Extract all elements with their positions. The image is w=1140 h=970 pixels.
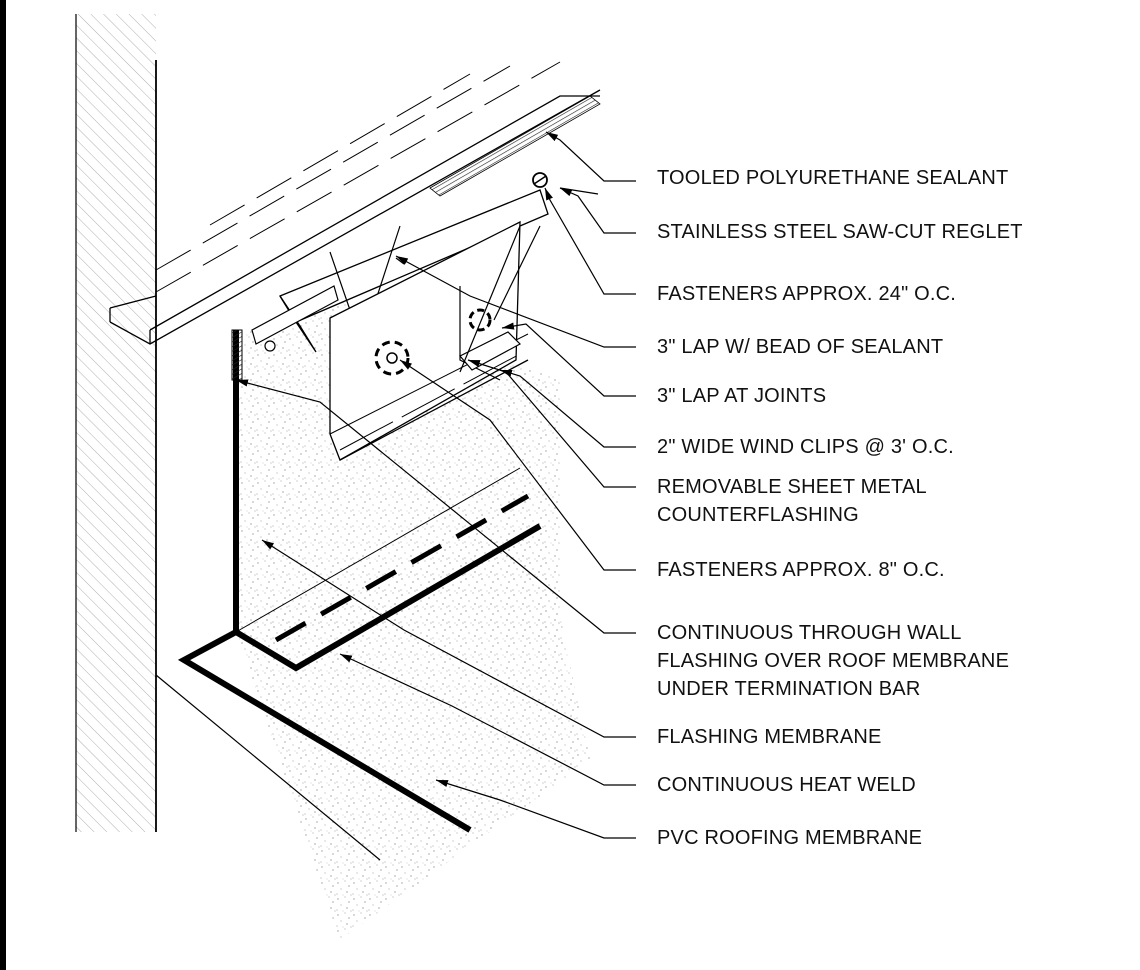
callout-flashing-membrane: FLASHING MEMBRANE xyxy=(657,726,882,748)
heat-weld-line xyxy=(274,493,530,643)
sheet-border xyxy=(0,0,6,970)
callout-through-wall-line3: UNDER TERMINATION BAR xyxy=(657,678,921,700)
callout-counterflashing-line2: COUNTERFLASHING xyxy=(657,504,859,526)
masonry-wall xyxy=(75,14,157,832)
callout-lap-sealant: 3" LAP W/ BEAD OF SEALANT xyxy=(657,336,944,358)
flashing-membrane xyxy=(177,329,542,833)
callout-fasteners-8: FASTENERS APPROX. 8" O.C. xyxy=(657,559,945,581)
callout-fasteners-24: FASTENERS APPROX. 24" O.C. xyxy=(657,283,957,305)
callout-lap-joints: 3" LAP AT JOINTS xyxy=(657,385,827,407)
callout-through-wall-line2: FLASHING OVER ROOF MEMBRANE xyxy=(657,650,1010,672)
callout-reglet: STAINLESS STEEL SAW-CUT REGLET xyxy=(657,221,1023,243)
callout-tooled-sealant: TOOLED POLYURETHANE SEALANT xyxy=(657,167,1009,189)
callout-wind-clips: 2" WIDE WIND CLIPS @ 3' O.C. xyxy=(657,436,954,458)
roof-substrate xyxy=(155,300,590,940)
leader-lines xyxy=(235,131,636,839)
callout-heat-weld: CONTINUOUS HEAT WELD xyxy=(657,774,916,796)
callout-pvc-membrane: PVC ROOFING MEMBRANE xyxy=(657,827,923,849)
top-slab xyxy=(109,61,601,345)
callout-through-wall-line1: CONTINUOUS THROUGH WALL xyxy=(657,622,962,644)
callout-counterflashing-line1: REMOVABLE SHEET METAL xyxy=(657,476,927,498)
counterflashing xyxy=(251,189,549,461)
fasteners xyxy=(374,172,548,376)
